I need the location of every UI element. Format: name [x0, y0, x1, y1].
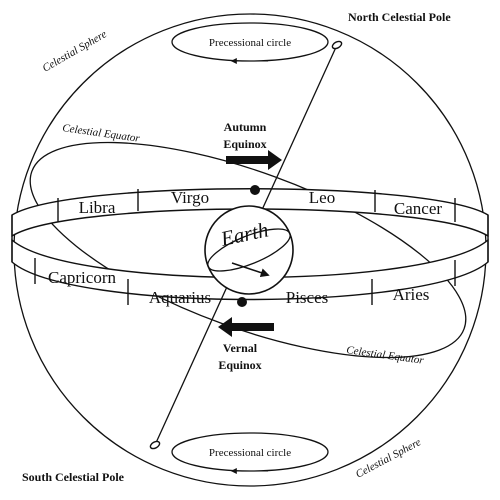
- zodiac-label-leo: Leo: [309, 188, 335, 207]
- zodiac-label-aquarius: Aquarius: [149, 288, 211, 307]
- precessional-circle-bottom: [171, 432, 329, 474]
- south-pole-marker: [149, 440, 161, 450]
- precessional-circle-top: [171, 22, 329, 64]
- north-pole-marker: [331, 40, 343, 50]
- zodiac-label-cancer: Cancer: [394, 199, 442, 218]
- celestial-equator-label-top: Celestial Equator: [62, 122, 142, 145]
- precessional-label-top: Precessional circle: [209, 37, 291, 49]
- north-pole-label: North Celestial Pole: [348, 10, 451, 24]
- precessional-label-bottom: Precessional circle: [209, 447, 291, 459]
- autumn-label-line1: Autumn: [224, 120, 267, 134]
- zodiac-label-aries: Aries: [393, 285, 430, 304]
- celestial-equator-label-bottom: Celestial Equator: [346, 344, 426, 367]
- earth-globe: [204, 205, 294, 295]
- autumn-equinox-point: [250, 185, 260, 195]
- zodiac-label-pisces: Pisces: [286, 288, 329, 307]
- autumn-arrow-icon: [226, 150, 282, 170]
- celestial-sphere-label-top: Celestial Sphere: [41, 28, 109, 74]
- celestial-equator-ellipse: [29, 141, 467, 359]
- vernal-arrow-icon: [218, 317, 274, 337]
- vernal-label-line2: Equinox: [218, 358, 261, 372]
- zodiac-label-capricorn: Capricorn: [48, 268, 116, 287]
- celestial-sphere-label-bottom: Celestial Sphere: [354, 436, 423, 480]
- south-pole-label: South Celestial Pole: [22, 470, 125, 484]
- rotation-arrow-icon: [231, 262, 270, 277]
- autumn-label-line2: Equinox: [223, 137, 266, 151]
- zodiac-band: [11, 188, 489, 305]
- vernal-equinox-point: [237, 297, 247, 307]
- zodiac-label-virgo: Virgo: [171, 188, 209, 207]
- zodiac-label-libra: Libra: [79, 198, 116, 217]
- vernal-label-line1: Vernal: [223, 341, 258, 355]
